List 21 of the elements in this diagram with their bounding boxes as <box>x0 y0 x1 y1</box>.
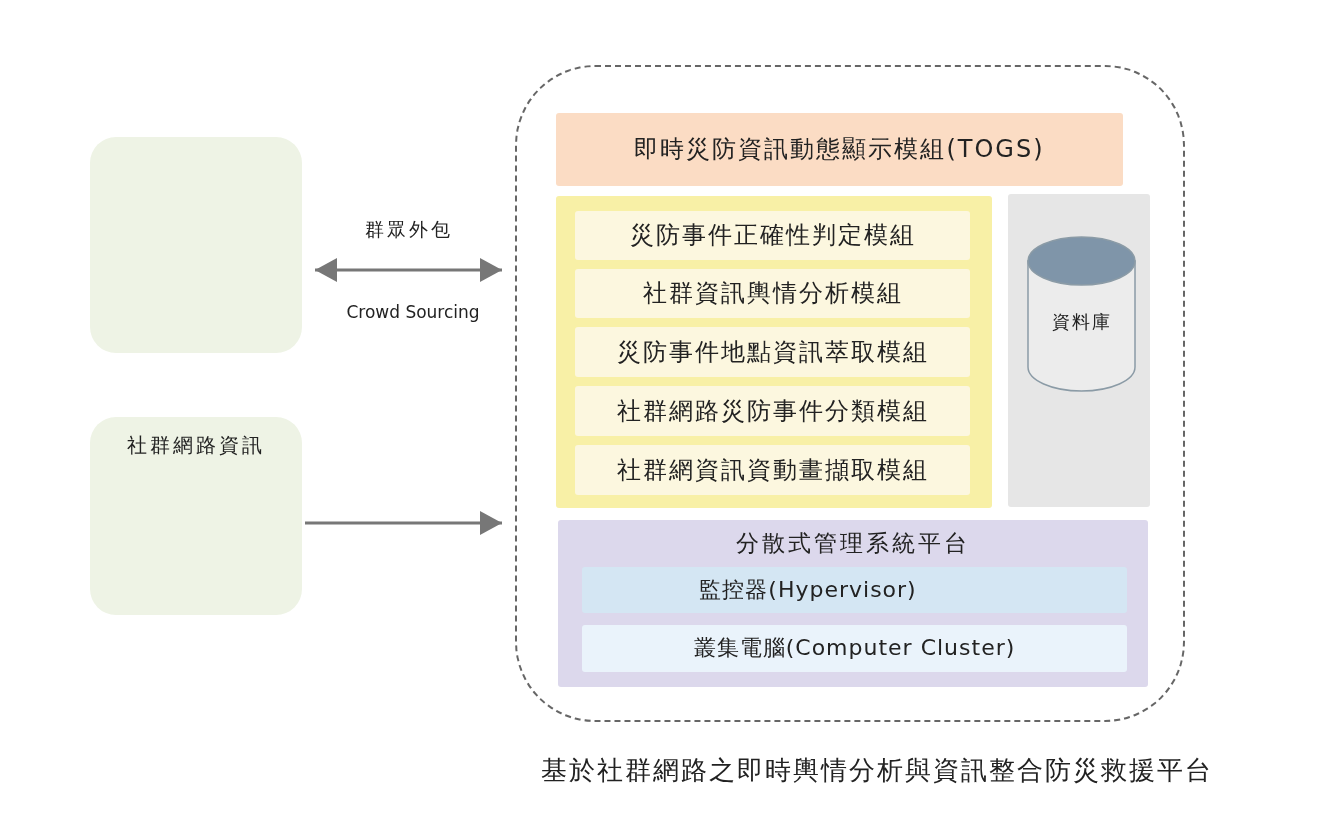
cylinder-label: 資料庫 <box>1051 311 1112 333</box>
panel-title: 分散式管理系統平台 <box>736 530 970 558</box>
panel-box <box>90 417 302 615</box>
double-arrow <box>315 258 502 282</box>
platform-panel <box>558 520 1148 687</box>
arrow <box>305 511 502 535</box>
panel-box <box>90 137 302 353</box>
caption: 基於社群網路之即時輿情分析與資訊整合防災救援平台 <box>541 755 1213 787</box>
module-box: 災防事件地點資訊萃取模組 <box>575 327 970 377</box>
module-box: 社群資訊輿情分析模組 <box>575 269 970 318</box>
panel-title: 社群網路資訊 <box>127 433 265 457</box>
layer-box: 監控器(Hypervisor) <box>582 567 1127 613</box>
module-box: 災防事件正確性判定模組 <box>575 211 970 260</box>
dashed-region <box>515 65 1185 722</box>
module-box: 社群網路災防事件分類模組 <box>575 386 970 436</box>
layer-box: 叢集電腦(Computer Cluster) <box>582 625 1127 672</box>
module-panel <box>556 196 992 508</box>
module-band: 即時災防資訊動態顯示模組(TOGS) <box>556 113 1123 186</box>
arrow-caption: Crowd Sourcing <box>346 302 480 323</box>
module-box: 社群網資訊資動畫擷取模組 <box>575 445 970 495</box>
database-panel <box>1008 194 1150 507</box>
